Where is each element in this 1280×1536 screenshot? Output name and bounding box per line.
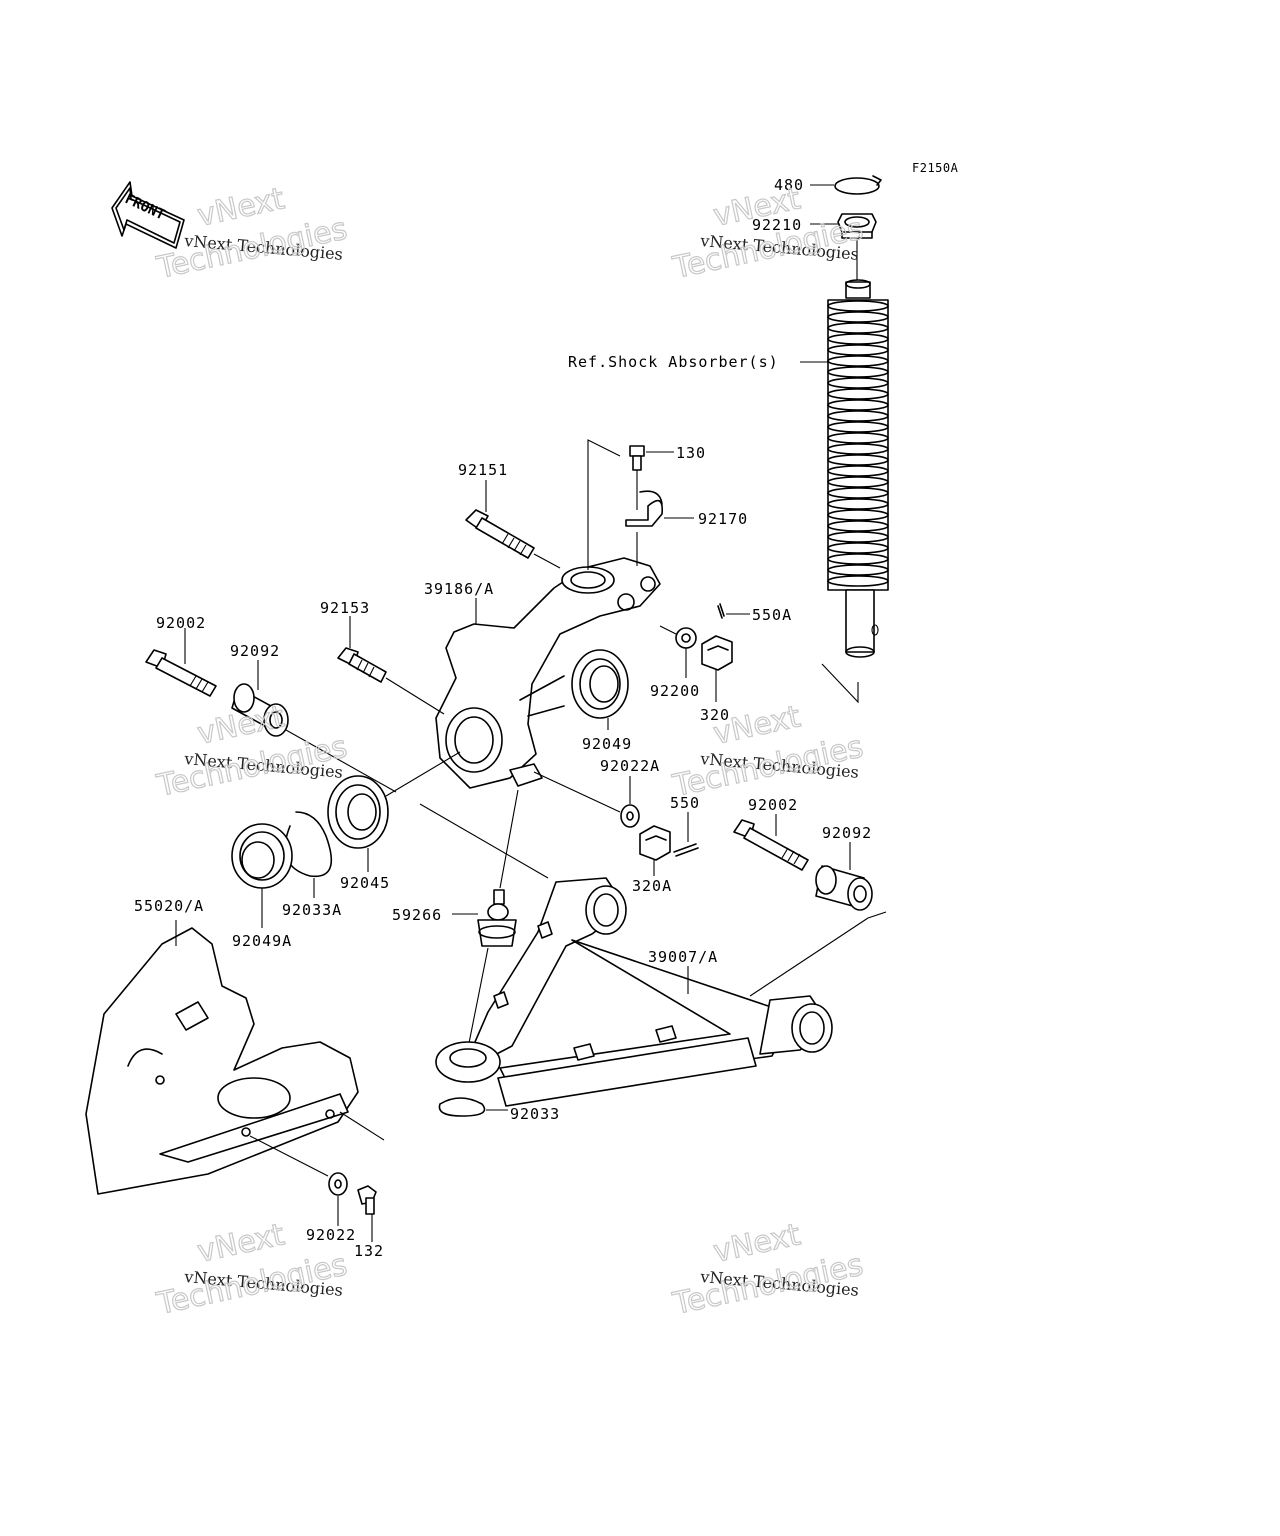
spring-coil	[827, 355, 889, 367]
spring-coils	[827, 300, 889, 587]
cotter-pin-550	[673, 843, 699, 857]
washer-92022A	[620, 804, 640, 828]
spring-coil	[827, 465, 889, 477]
callout-550A: 550A	[752, 606, 792, 624]
skid-plate-55020A	[85, 927, 359, 1195]
spring-coil	[827, 399, 889, 411]
spring-coil	[827, 333, 889, 345]
spring-coil	[827, 487, 889, 499]
callout-320A: 320A	[632, 877, 672, 895]
watermark-top-right: vNext vNext Technologies Technologies	[669, 181, 867, 287]
spring-coil	[827, 443, 889, 455]
cotter-pin-550A	[717, 603, 725, 619]
spring-coil	[827, 322, 889, 334]
bushing-92092-right	[815, 865, 873, 911]
spring-coil	[827, 531, 889, 543]
washer-92022	[328, 1172, 348, 1196]
spring-coil	[827, 476, 889, 488]
callout-92170: 92170	[698, 510, 748, 528]
callout-320: 320	[700, 706, 730, 724]
bolt-130	[629, 445, 645, 471]
callout-130: 130	[676, 444, 706, 462]
callout-92092-left: 92092	[230, 642, 280, 660]
circlip-480	[834, 177, 880, 195]
watermark-mid-right: vNext vNext Technologies Technologies	[669, 699, 867, 805]
callout-92033A: 92033A	[282, 901, 342, 919]
callout-92049: 92049	[582, 735, 632, 753]
callout-59266: 59266	[392, 906, 442, 924]
callout-55020A: 55020/A	[134, 897, 204, 915]
callout-92022A: 92022A	[600, 757, 660, 775]
circlip-92033A	[284, 811, 333, 878]
shock-absorber	[821, 175, 889, 704]
spring-coil	[827, 366, 889, 378]
spring-coil	[827, 300, 889, 312]
spring-coil	[827, 432, 889, 444]
callout-39007A: 39007/A	[648, 948, 718, 966]
callout-92002-right: 92002	[748, 796, 798, 814]
callout-132: 132	[354, 1242, 384, 1260]
callout-92049A: 92049A	[232, 932, 292, 950]
watermark-bottom-right: vNext vNext Technologies Technologies	[669, 1217, 867, 1323]
callout-92002-left: 92002	[156, 614, 206, 632]
castle-nut-320	[701, 635, 733, 671]
steering-knuckle-39186A	[435, 557, 661, 789]
callout-480: 480	[774, 176, 804, 194]
spring-coil	[827, 542, 889, 554]
callout-ref-shock-absorber: Ref.Shock Absorber(s)	[568, 353, 779, 371]
callout-92153: 92153	[320, 599, 370, 617]
clamp-92170	[625, 490, 664, 527]
bolt-92002-left	[145, 649, 217, 697]
spring-coil	[827, 564, 889, 576]
watermark-top-left: vNext vNext Technologies Technologies	[153, 181, 351, 287]
spring-coil	[827, 311, 889, 323]
callout-92045: 92045	[340, 874, 390, 892]
washer-92200	[675, 627, 697, 649]
front-arrow-icon: FRONT	[111, 181, 185, 249]
callout-92033: 92033	[510, 1105, 560, 1123]
spring-coil	[827, 498, 889, 510]
a-arm-39007A	[435, 877, 833, 1107]
callout-92022: 92022	[306, 1226, 356, 1244]
bolt-92153	[337, 647, 387, 683]
figure-code: F2150A	[912, 161, 959, 175]
circlip-92033	[438, 1097, 486, 1117]
callout-92200: 92200	[650, 682, 700, 700]
bolt-132	[357, 1185, 377, 1215]
spring-coil	[827, 454, 889, 466]
spring-coil	[827, 421, 889, 433]
spring-coil	[827, 575, 889, 587]
spring-coil	[827, 553, 889, 565]
watermark-mid-left: vNext vNext Technologies Technologies	[153, 699, 351, 805]
spring-coil	[827, 520, 889, 532]
bolt-92151	[465, 509, 535, 559]
callout-550: 550	[670, 794, 700, 812]
spring-coil	[827, 509, 889, 521]
callout-92092-right: 92092	[822, 824, 872, 842]
seal-92049A	[231, 823, 293, 889]
bushing-92092-left	[231, 683, 289, 737]
bolt-92002-right	[733, 819, 809, 871]
spring-coil	[827, 410, 889, 422]
spring-coil	[827, 388, 889, 400]
callout-39186A: 39186/A	[424, 580, 494, 598]
castle-nut-320A	[639, 825, 671, 861]
spring-coil	[827, 377, 889, 389]
bearing-92045	[327, 775, 389, 849]
callout-92210: 92210	[752, 216, 802, 234]
callout-92151: 92151	[458, 461, 508, 479]
spring-coil	[827, 344, 889, 356]
ball-joint-59266	[477, 889, 517, 947]
nut-92210	[837, 213, 877, 239]
bearing-92049	[571, 649, 629, 719]
